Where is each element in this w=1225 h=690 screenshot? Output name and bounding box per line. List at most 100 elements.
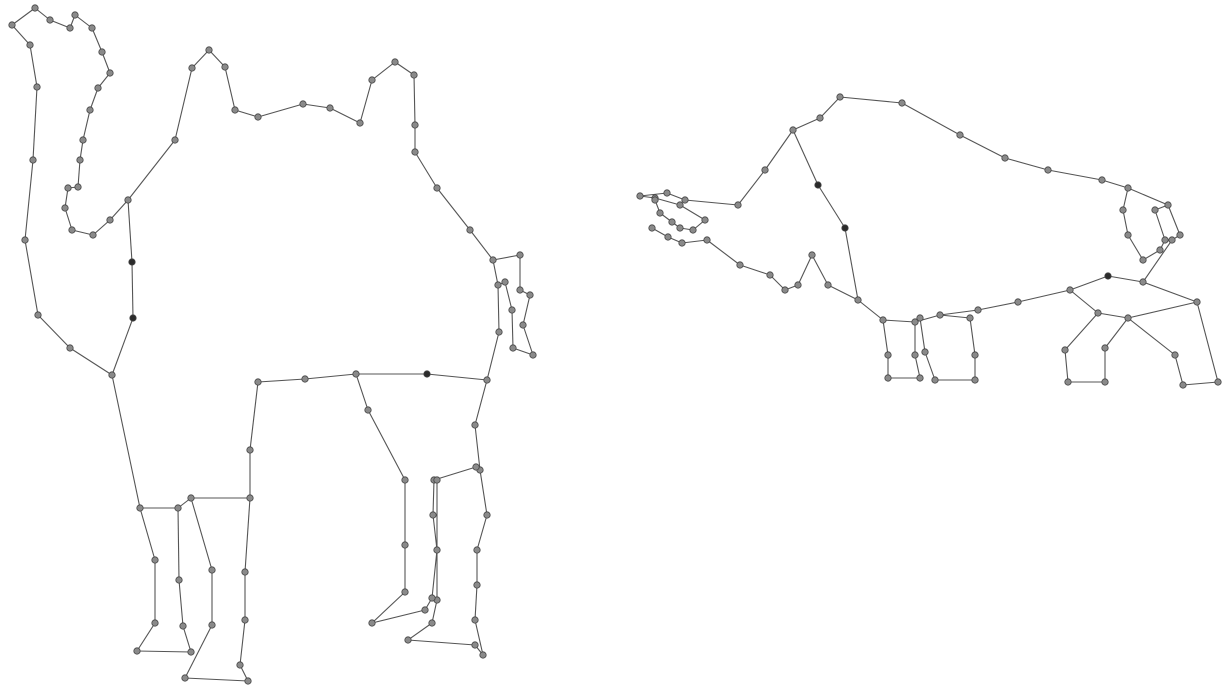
camel-vertex	[510, 345, 516, 351]
bull-vertex	[1095, 310, 1101, 316]
camel-edge	[191, 498, 212, 570]
camel-edge	[132, 262, 133, 318]
bull-vertex	[855, 297, 861, 303]
camel-vertex	[65, 185, 71, 191]
camel-vertex	[188, 495, 194, 501]
camel-vertex	[47, 17, 53, 23]
bull-edge	[793, 118, 820, 130]
bull-vertex	[767, 272, 773, 278]
camel-edge	[235, 110, 258, 117]
camel-edge	[192, 50, 209, 68]
bull-vertex	[649, 225, 655, 231]
camel-vertex	[152, 557, 158, 563]
camel-edge	[356, 374, 368, 410]
bull-vertex	[937, 312, 943, 318]
bull-vertex	[1125, 232, 1131, 238]
bull-vertex	[1152, 207, 1158, 213]
camel-vertex	[429, 595, 435, 601]
bull-vertex	[1215, 379, 1221, 385]
camel-edge	[427, 374, 487, 380]
camel-edge	[487, 332, 499, 380]
camel-edge	[258, 379, 305, 382]
bull-edge	[840, 97, 902, 103]
camel-edge	[408, 640, 475, 645]
camel-edge	[92, 28, 102, 52]
camel-vertex	[209, 622, 215, 628]
camel-vertex	[237, 662, 243, 668]
camel-vertex	[75, 184, 81, 190]
camel-vertex	[369, 620, 375, 626]
bull-edge	[940, 315, 970, 318]
bull-vertex	[1002, 155, 1008, 161]
bull-vertex	[677, 202, 683, 208]
camel-vertex	[172, 137, 178, 143]
camel-vertex	[129, 259, 135, 265]
bull-vertex	[1157, 247, 1163, 253]
camel-vertex	[80, 137, 86, 143]
bull-edge	[812, 255, 828, 285]
camel-vertex	[357, 120, 363, 126]
bull-vertex	[1125, 315, 1131, 321]
camel-vertex	[530, 352, 536, 358]
camel-edge	[475, 585, 477, 620]
bull-vertex	[737, 262, 743, 268]
bull-vertex	[809, 252, 815, 258]
bull-vertex	[975, 307, 981, 313]
bull-edge	[1155, 210, 1165, 240]
bull-vertex	[1125, 185, 1131, 191]
camel-vertex	[67, 345, 73, 351]
camel-edge	[434, 467, 476, 480]
camel-edge	[523, 295, 530, 325]
camel-edge	[25, 240, 38, 315]
camel-vertex	[242, 617, 248, 623]
camel-vertex	[109, 372, 115, 378]
camel-vertex	[520, 322, 526, 328]
camel-edge	[305, 374, 356, 379]
bull-edge	[920, 318, 925, 352]
bull-edge	[1070, 290, 1098, 313]
bull-vertex	[1102, 345, 1108, 351]
camel-edge	[433, 515, 437, 550]
camel-vertex	[434, 547, 440, 553]
camel-vertex	[176, 577, 182, 583]
camel-vertex	[509, 307, 515, 313]
bull-edge	[940, 310, 978, 315]
camel-edge	[512, 310, 513, 348]
camel-vertex	[107, 70, 113, 76]
camel-edge	[477, 515, 487, 550]
camel-vertex	[72, 12, 78, 18]
camel-edge	[70, 348, 112, 375]
camel-edge	[493, 260, 498, 285]
bull-edge	[740, 265, 770, 275]
bull-edge	[1048, 170, 1102, 180]
camel-vertex	[369, 77, 375, 83]
camel-edge	[505, 282, 512, 310]
bull-vertex	[1162, 237, 1168, 243]
bull-edge	[793, 130, 818, 185]
camel-vertex	[247, 447, 253, 453]
camel-vertex	[22, 237, 28, 243]
bull-edge	[1105, 318, 1128, 348]
bull-edge	[925, 352, 935, 380]
camel-edge	[38, 315, 70, 348]
camel-edge	[225, 67, 235, 110]
bull-vertex	[899, 100, 905, 106]
bull-vertex	[637, 193, 643, 199]
camel-vertex	[424, 371, 430, 377]
camel-vertex	[30, 157, 36, 163]
camel-vertex	[490, 257, 496, 263]
camel-edge	[493, 255, 520, 260]
camel-vertex	[255, 379, 261, 385]
camel-vertex	[484, 512, 490, 518]
camel-vertex	[430, 512, 436, 518]
camel-edge	[25, 160, 33, 240]
bull-vertex	[795, 282, 801, 288]
bull-vertex	[837, 94, 843, 100]
camel-edge	[432, 550, 437, 598]
camel-edge	[137, 651, 191, 652]
camel-edge	[245, 498, 250, 572]
camel-edge	[408, 623, 432, 640]
camel-vertex	[495, 282, 501, 288]
bull-edge	[1128, 235, 1143, 260]
